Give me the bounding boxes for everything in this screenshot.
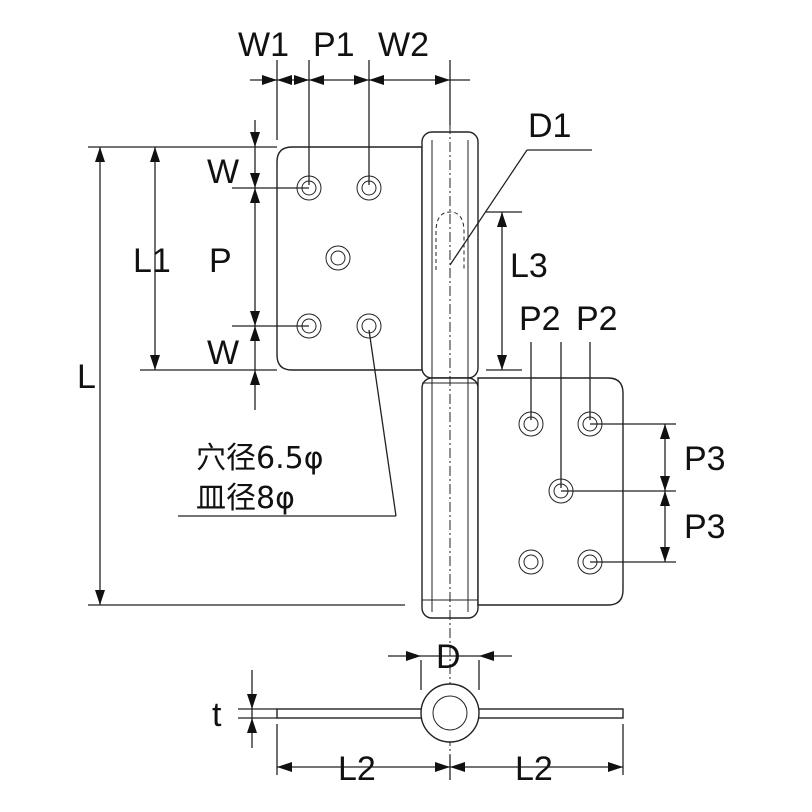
label-l1: L1 — [133, 242, 171, 280]
extension-lines — [88, 60, 676, 606]
hole-icon — [518, 549, 544, 575]
lower-leaf-plate — [477, 377, 624, 606]
label-p2-a: P2 — [519, 300, 561, 338]
label-w2: W2 — [378, 26, 429, 64]
label-p2-b: P2 — [576, 300, 618, 338]
label-l2-right: L2 — [515, 750, 553, 788]
label-l3: L3 — [510, 247, 548, 285]
label-d: D — [436, 638, 461, 676]
label-p1: P1 — [313, 26, 355, 64]
pin-hidden-outline — [435, 211, 465, 270]
label-w-bottom: W — [207, 334, 239, 372]
label-w-top: W — [207, 153, 239, 191]
label-w1: W1 — [238, 26, 289, 64]
section-view — [276, 683, 624, 780]
label-p3-a: P3 — [684, 440, 726, 478]
note-hole-diameter: 穴径6.5φ — [196, 441, 324, 476]
label-l2-left: L2 — [338, 750, 376, 788]
label-d1: D1 — [528, 107, 571, 145]
label-p3-b: P3 — [684, 508, 726, 546]
hole-icon — [325, 245, 351, 271]
label-l: L — [77, 358, 96, 396]
note-countersink-diameter: 皿径8φ — [196, 481, 295, 516]
label-t: t — [212, 696, 222, 734]
label-p: P — [209, 242, 232, 280]
